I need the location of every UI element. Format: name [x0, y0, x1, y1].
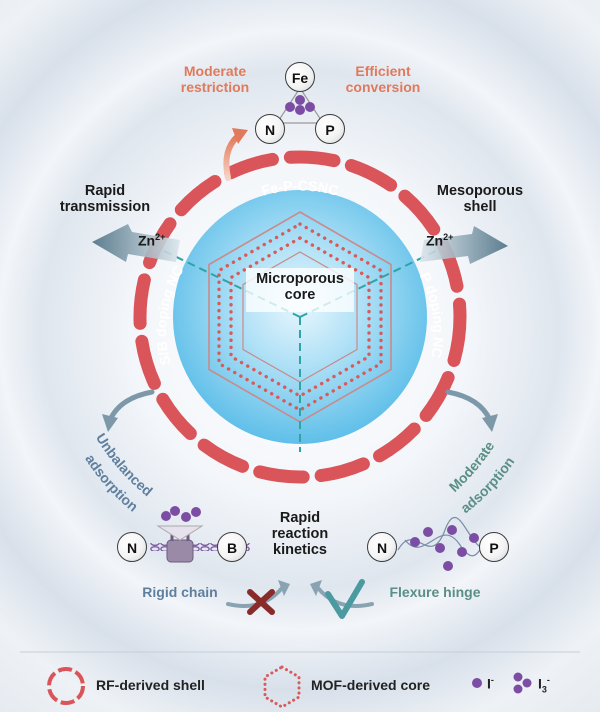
rigid-chain — [150, 543, 250, 551]
check-mark-icon — [325, 579, 365, 619]
legend-triiodide-subscript: 3 — [541, 684, 547, 695]
bottom-right-arrow — [316, 586, 374, 608]
legend-iodide-symbol: I — [487, 675, 491, 692]
atom-n-top: N — [255, 114, 285, 144]
iodine-dot — [305, 102, 315, 112]
core-label-line1: Microporous — [256, 271, 344, 287]
efficient-conversion-label: Efficient conversion — [338, 63, 428, 95]
kinetics-line1: Rapid — [279, 510, 321, 526]
iodine-dot — [181, 512, 191, 522]
mof-hexagon-dots-inner — [229, 236, 371, 398]
legend-shell-icon — [47, 667, 85, 705]
iodine-dot — [469, 533, 479, 543]
iodine-dot — [447, 525, 457, 535]
core-label-backing — [246, 268, 354, 312]
mesoporous-shell-line1: Mesoporous — [436, 183, 524, 199]
right-zn-arrow — [420, 226, 508, 264]
efficient-conversion-line1: Efficient — [355, 63, 411, 79]
right-zn-symbol: Zn — [426, 232, 444, 249]
legend-core-label: MOF-derived core — [311, 677, 431, 693]
rapid-transmission-line2: transmission — [59, 199, 151, 216]
right-zn-ion-label: Zn2+ — [426, 232, 453, 249]
orange-curved-arrow — [223, 133, 241, 181]
iodine-dot — [285, 102, 295, 112]
legend-iodide-charge: - — [490, 675, 494, 685]
core-label: Microporous core — [246, 271, 354, 303]
padlock-body — [166, 539, 194, 563]
legend-triiodide-label: I3- — [538, 675, 550, 694]
right-curved-arrow — [445, 389, 493, 423]
left-zn-ion-label: Zn2+ — [138, 232, 165, 249]
iodine-dot — [295, 105, 305, 115]
legend-shell-label: RF-derived shell — [96, 677, 205, 693]
core-label-line2: core — [284, 287, 316, 304]
legend-triiodide-symbol: I — [538, 675, 542, 692]
legend-iodide-icon — [472, 678, 482, 688]
cross-mark-icon — [247, 589, 275, 615]
orange-arrow-head — [232, 128, 248, 144]
rapid-transmission-line1: Rapid — [84, 183, 126, 199]
iodine-dot — [410, 537, 420, 547]
bottom-right-arrow-head — [310, 580, 322, 596]
iodine-dot — [435, 543, 445, 553]
moderate-restriction-line2: restriction — [180, 78, 250, 95]
atom-b: B — [217, 532, 247, 562]
iodine-dot — [161, 511, 171, 521]
atom-n-right: N — [367, 532, 397, 562]
mesoporous-shell-line2: shell — [463, 199, 497, 216]
iodine-dot — [170, 506, 180, 516]
iodine-dot — [457, 547, 467, 557]
atom-p-right: P — [479, 532, 509, 562]
rigid-chain-caption: Rigid chain — [142, 584, 218, 600]
chain-triangle-mark — [156, 525, 204, 541]
left-zn-charge: 2+ — [155, 232, 166, 242]
left-zn-symbol: Zn — [138, 232, 156, 249]
atom-n-left: N — [117, 532, 147, 562]
mof-hexagon-dots-outer — [217, 222, 383, 412]
center-top-label: Fe-P-CSNC — [260, 177, 340, 198]
legend-triiodide-dot — [513, 672, 523, 682]
rf-shell-ring — [133, 150, 467, 484]
iodine-dot — [443, 561, 453, 571]
legend-triiodide-charge: - — [546, 675, 550, 685]
legend-iodide-label: I- — [487, 675, 494, 692]
flexure-hinge-caption: Flexure hinge — [389, 584, 481, 600]
legend-core-icon — [263, 665, 301, 709]
kinetics-line2: reaction — [271, 526, 329, 543]
moderate-restriction-line1: Moderate — [183, 63, 247, 79]
iodine-dot — [191, 507, 201, 517]
iodine-dot — [295, 95, 305, 105]
legend-triiodide-dot — [522, 678, 532, 688]
moderate-restriction-label: Moderate restriction — [170, 63, 260, 95]
rapid-transmission-label: Rapid transmission — [40, 183, 170, 215]
iodine-dot — [423, 527, 433, 537]
left-curved-arrow — [107, 389, 155, 423]
atom-fe: Fe — [285, 62, 315, 92]
rapid-reaction-kinetics-label: Rapid reaction kinetics — [250, 510, 350, 559]
efficient-conversion-line2: conversion — [345, 78, 421, 95]
legend-triiodide-dot — [513, 684, 523, 694]
right-curved-arrow-head — [482, 414, 498, 432]
left-zn-arrow — [92, 224, 180, 262]
left-curved-arrow-head — [102, 414, 118, 432]
right-zn-charge: 2+ — [443, 232, 454, 242]
atom-p-top: P — [315, 114, 345, 144]
bottom-left-arrow-head — [278, 580, 290, 596]
kinetics-line3: kinetics — [273, 542, 327, 559]
mesoporous-shell-label: Mesoporous shell — [425, 183, 535, 215]
